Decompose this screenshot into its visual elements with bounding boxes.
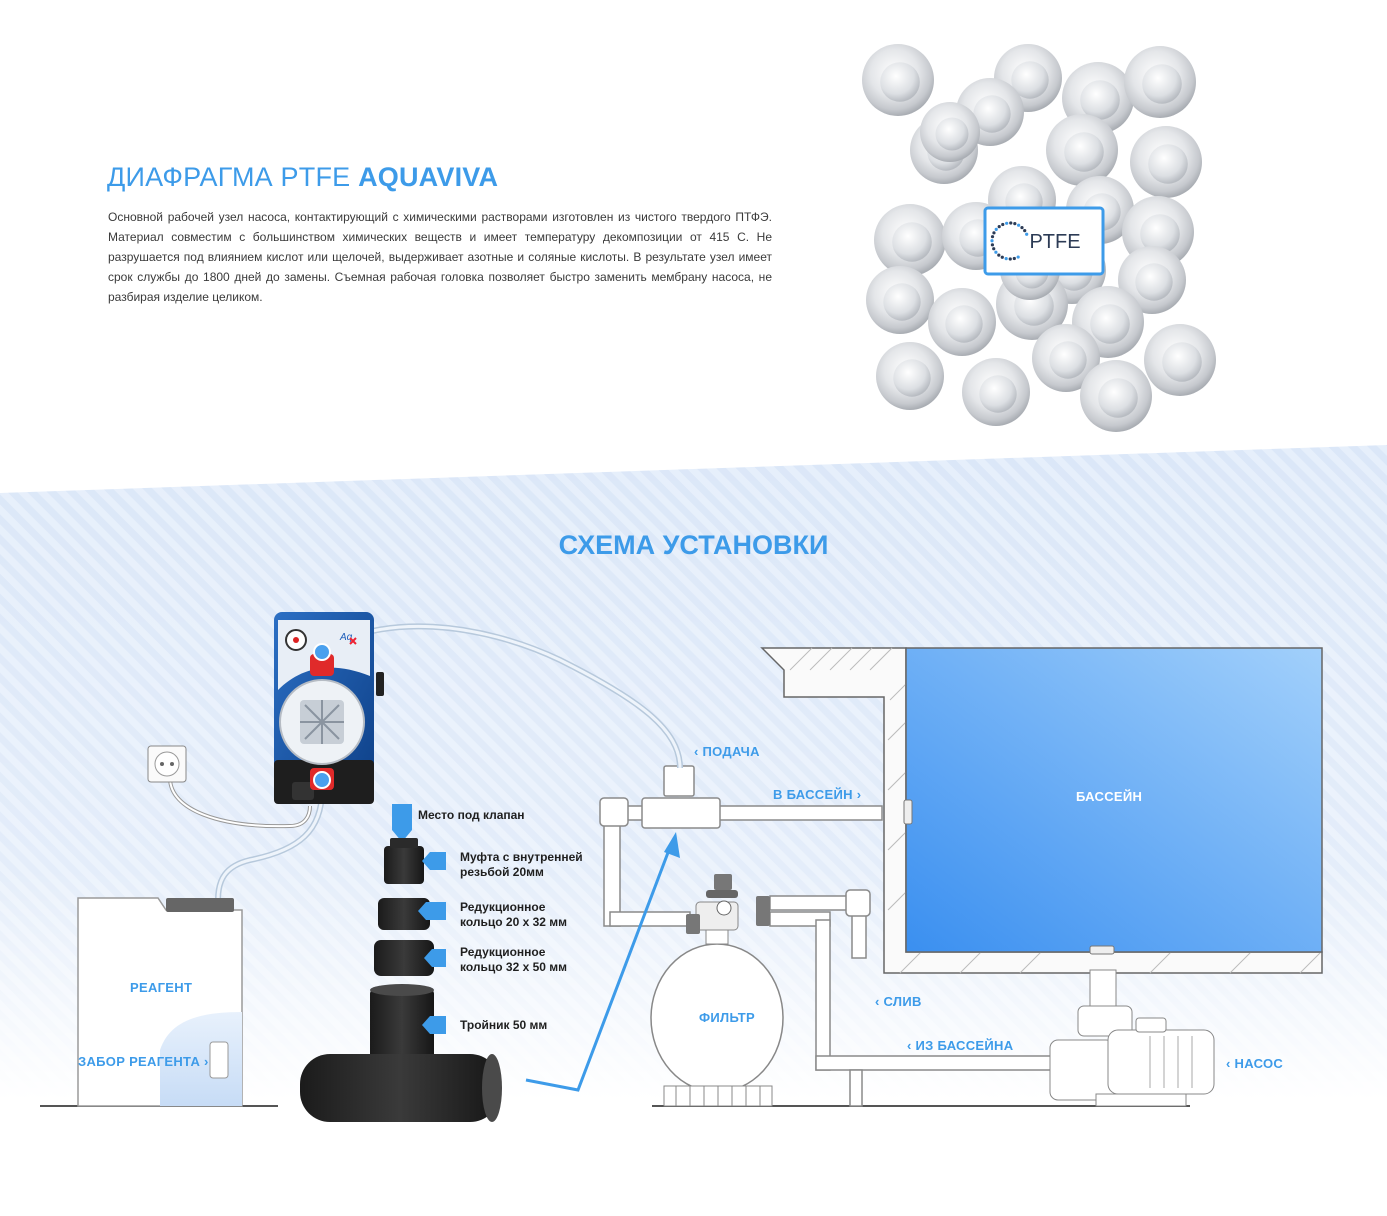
ptfe-diaphragm-cap: [893, 359, 931, 397]
installation-diagram: Aq: [40, 612, 1323, 1122]
pool-water: [905, 647, 1323, 953]
badge-dot: [1001, 222, 1005, 227]
ptfe-diaphragm-cap: [883, 283, 921, 321]
pool-inlet: [903, 799, 913, 825]
ptfe-diaphragm-cap: [1098, 378, 1138, 418]
ptfe-diaphragm-cap: [979, 375, 1017, 413]
label-drain: ‹ СЛИВ: [875, 994, 922, 1009]
badge-dot: [997, 224, 1001, 229]
power-socket-icon: [147, 745, 187, 783]
sand-filter: [650, 874, 784, 1107]
badge-dot: [1004, 256, 1008, 261]
ptfe-diaphragm-cap: [880, 62, 920, 102]
badge-dot: [994, 227, 998, 232]
ptfe-diaphragm-cap: [973, 95, 1011, 133]
badge-dot: [997, 253, 1001, 257]
badge-dot: [1005, 221, 1009, 225]
badge-dot: [1020, 225, 1024, 230]
ptfe-diaphragm-cap: [1148, 144, 1188, 184]
ptfe-diaphragm-cap: [1140, 214, 1180, 254]
scheme-title: СХЕМА УСТАНОВКИ: [558, 530, 829, 560]
ptfe-diaphragm-cap: [1064, 132, 1104, 172]
ptfe-diaphragm-cap: [1142, 64, 1182, 104]
ptfe-diaphragm-cap: [1011, 61, 1049, 99]
title-bold: AQUAVIVA: [358, 162, 499, 192]
part-label-coupling: Муфта с внутренней резьбой 20мм: [460, 850, 583, 879]
svg-text:Aq: Aq: [339, 632, 353, 643]
part-label-valve-seat: Место под клапан: [418, 808, 525, 822]
page-title: ДИАФРАГМА PTFE AQUAVIVA: [107, 162, 498, 193]
badge-dot: [990, 243, 995, 247]
label-reagent-intake: ЗАБОР РЕАГЕНТА ›: [78, 1054, 209, 1069]
badge-dot: [990, 235, 995, 239]
badge-dot: [1013, 222, 1017, 226]
ptfe-diaphragm-cap: [945, 305, 983, 343]
ptfe-diaphragm-cap: [892, 222, 932, 262]
badge-dot: [994, 250, 998, 254]
label-filter: ФИЛЬТР: [699, 1010, 756, 1025]
badge-dot: [1023, 229, 1027, 233]
part-label-reducer-20-32: Редукционное кольцо 20 х 32 мм: [460, 900, 568, 929]
ptfe-badge: PTFE: [983, 206, 1105, 276]
ptfe-diaphragm-cap: [1162, 342, 1202, 382]
badge-dot: [1009, 221, 1013, 225]
ptfe-diaphragm-cap: [1090, 304, 1130, 344]
badge-dot: [1017, 223, 1021, 227]
dosing-pump: Aq: [274, 612, 384, 804]
reagent-tank: [77, 897, 243, 1107]
badge-dot: [1000, 255, 1004, 259]
fittings-stack: [300, 804, 502, 1122]
description-text: Основной рабочей узел насоса, контактиру…: [108, 210, 772, 304]
label-reagent: РЕАГЕНТ: [130, 980, 193, 995]
badge-dot: [1012, 256, 1016, 261]
label-supply: ‹ ПОДАЧА: [694, 744, 760, 759]
ptfe-diaphragm-cap: [935, 117, 969, 151]
ptfe-diaphragm-cap: [1049, 341, 1087, 379]
badge-dot: [1008, 257, 1012, 261]
ptfe-diaphragm-cap: [1080, 80, 1120, 120]
pool-drain: [1089, 945, 1115, 955]
label-to-pool: В БАССЕЙН ›: [773, 787, 862, 802]
part-label-tee: Тройник 50 мм: [460, 1018, 548, 1032]
ptfe-badge-text: PTFE: [1029, 231, 1080, 253]
badge-dot: [1025, 232, 1029, 236]
circulation-pump: [1049, 969, 1215, 1107]
label-pool: БАССЕЙН: [1076, 789, 1143, 804]
badge-dot: [990, 239, 994, 243]
badge-dot: [1016, 255, 1020, 259]
ptfe-diaphragm-cap: [1135, 263, 1173, 301]
ptfe-diaphragms-image: PTFE: [862, 44, 1216, 432]
label-pump: ‹ НАСОС: [1226, 1056, 1284, 1071]
label-from-pool: ‹ ИЗ БАССЕЙНА: [907, 1038, 1014, 1053]
part-label-reducer-32-50: Редукционное кольцо 32 х 50 мм: [460, 945, 568, 974]
badge-dot: [992, 247, 996, 251]
badge-dot: [992, 231, 996, 235]
title-regular: ДИАФРАГМА PTFE: [107, 162, 359, 192]
